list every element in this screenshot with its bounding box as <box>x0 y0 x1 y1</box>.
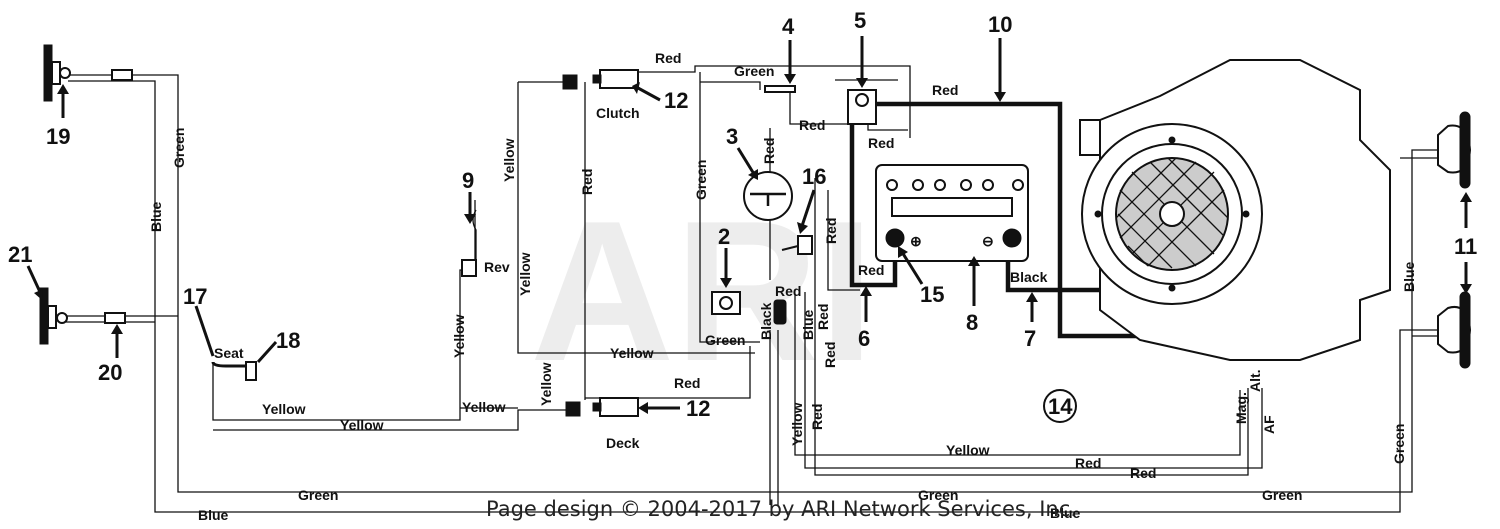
clutch-label: Clutch <box>596 105 640 121</box>
wire-label-red: Red <box>775 283 801 299</box>
wire-label-red: Red <box>655 50 681 66</box>
callout-19: 19 <box>46 124 70 149</box>
callout-15: 16 <box>802 164 826 189</box>
alt-label: Alt. <box>1247 369 1263 392</box>
wire-label-red: Red <box>674 375 700 391</box>
wire-label-blue: Blue <box>198 507 229 523</box>
callout-8: 8 <box>966 310 978 335</box>
callout-12-deck: 12 <box>686 396 710 421</box>
component-labels: Clutch Deck Rev Seat Mag. Alt. AF <box>214 105 1277 451</box>
wire-label-red: Red <box>858 262 884 278</box>
wire-label-green: Green <box>693 160 709 200</box>
wire-label-green: Green <box>705 332 745 348</box>
wire-label-red: Red <box>932 82 958 98</box>
callout-5: 5 <box>854 8 866 33</box>
wire-label-yellow: Yellow <box>501 138 517 182</box>
callout-21: 21 <box>8 242 32 267</box>
wire-label-yellow: Yellow <box>462 399 506 415</box>
callout-2: 2 <box>718 224 730 249</box>
wire-label-red: Red <box>815 304 831 330</box>
wire-labels: Red Green Red Red Red Red Black Red Gree… <box>148 50 1417 523</box>
wire-label-yellow: Yellow <box>946 442 990 458</box>
in-line-connector <box>773 299 787 325</box>
clutch-switch <box>562 69 639 90</box>
light-switch <box>711 291 741 315</box>
seat-label: Seat <box>214 345 244 361</box>
wire-label-yellow: Yellow <box>610 345 654 361</box>
mag-label: Mag. <box>1233 392 1249 424</box>
watermark: ARI <box>530 180 874 403</box>
callout-3: 3 <box>726 124 738 149</box>
wire-label-black: Black <box>1010 269 1048 285</box>
callouts: 19 21 20 17 18 9 12 12 3 4 5 10 <box>8 8 1477 421</box>
callout-7: 7 <box>1024 326 1036 351</box>
callout-16: 17 <box>183 284 207 309</box>
fuse-holder <box>764 85 796 93</box>
callout-11: 11 <box>1454 234 1477 259</box>
callout-12-clutch: 12 <box>664 88 688 113</box>
wire-label-red: Red <box>1130 465 1156 481</box>
callout-9: 9 <box>462 168 474 193</box>
wire-label-blue: Blue <box>800 309 816 340</box>
callout-18: 15 <box>920 282 944 307</box>
wire-label-red: Red <box>809 404 825 430</box>
wire-label-red: Red <box>868 135 894 151</box>
battery: ⊕ ⊖ <box>875 164 1029 262</box>
wire-label-blue: Blue <box>148 201 164 232</box>
wire-label-green: Green <box>171 128 187 168</box>
wire-label-yellow: Yellow <box>451 314 467 358</box>
callout-14: 14 <box>1048 394 1073 419</box>
wire-label-green: Green <box>918 487 958 503</box>
battery-cables <box>849 101 1160 339</box>
wire-label-red: Red <box>579 169 595 195</box>
headlight-left-top <box>43 44 133 102</box>
copyright-footer: Page design © 2004-2017 by ARI Network S… <box>486 497 1077 521</box>
ammeter <box>743 171 793 221</box>
wire-label-red: Red <box>822 342 838 368</box>
wire-label-yellow: Yellow <box>517 252 533 296</box>
battery-plus-label: ⊕ <box>910 233 922 249</box>
wire-label-yellow: Yellow <box>262 401 306 417</box>
wire-label-blue: Blue <box>1050 505 1081 521</box>
deck-switch <box>565 397 639 417</box>
ignition-switch <box>781 235 813 255</box>
callout-10: 10 <box>988 12 1012 37</box>
af-label: AF <box>1261 415 1277 434</box>
headlight-right-top <box>1437 111 1472 189</box>
wire-label-yellow: Yellow <box>538 362 554 406</box>
callout-20: 20 <box>98 360 122 385</box>
wire-label-blue: Blue <box>1401 261 1417 292</box>
engine: 14 <box>1043 59 1391 423</box>
wire-label-green: Green <box>298 487 338 503</box>
wire-label-red: Red <box>761 138 777 164</box>
wire-label-red: Red <box>1075 455 1101 471</box>
wires <box>62 65 1438 513</box>
wire-label-green: Green <box>734 63 774 79</box>
wire-label-green: Green <box>1262 487 1302 503</box>
wire-label-red: Red <box>799 117 825 133</box>
headlight-left-bottom <box>39 287 126 345</box>
wire-label-green: Green <box>1391 424 1407 464</box>
rev-label: Rev <box>484 259 510 275</box>
callout-6: 6 <box>858 326 870 351</box>
wire-label-black: Black <box>758 302 774 340</box>
callout-17: 18 <box>276 328 300 353</box>
wire-label-red: Red <box>823 218 839 244</box>
battery-minus-label: ⊖ <box>982 233 994 249</box>
headlight-right-bottom <box>1437 291 1472 369</box>
deck-label: Deck <box>606 435 640 451</box>
reverse-switch <box>461 209 477 277</box>
wire-label-yellow: Yellow <box>340 417 384 433</box>
wire-label-yellow: Yellow <box>789 402 805 446</box>
callout-4: 4 <box>782 14 795 39</box>
seat-switch <box>211 361 257 381</box>
